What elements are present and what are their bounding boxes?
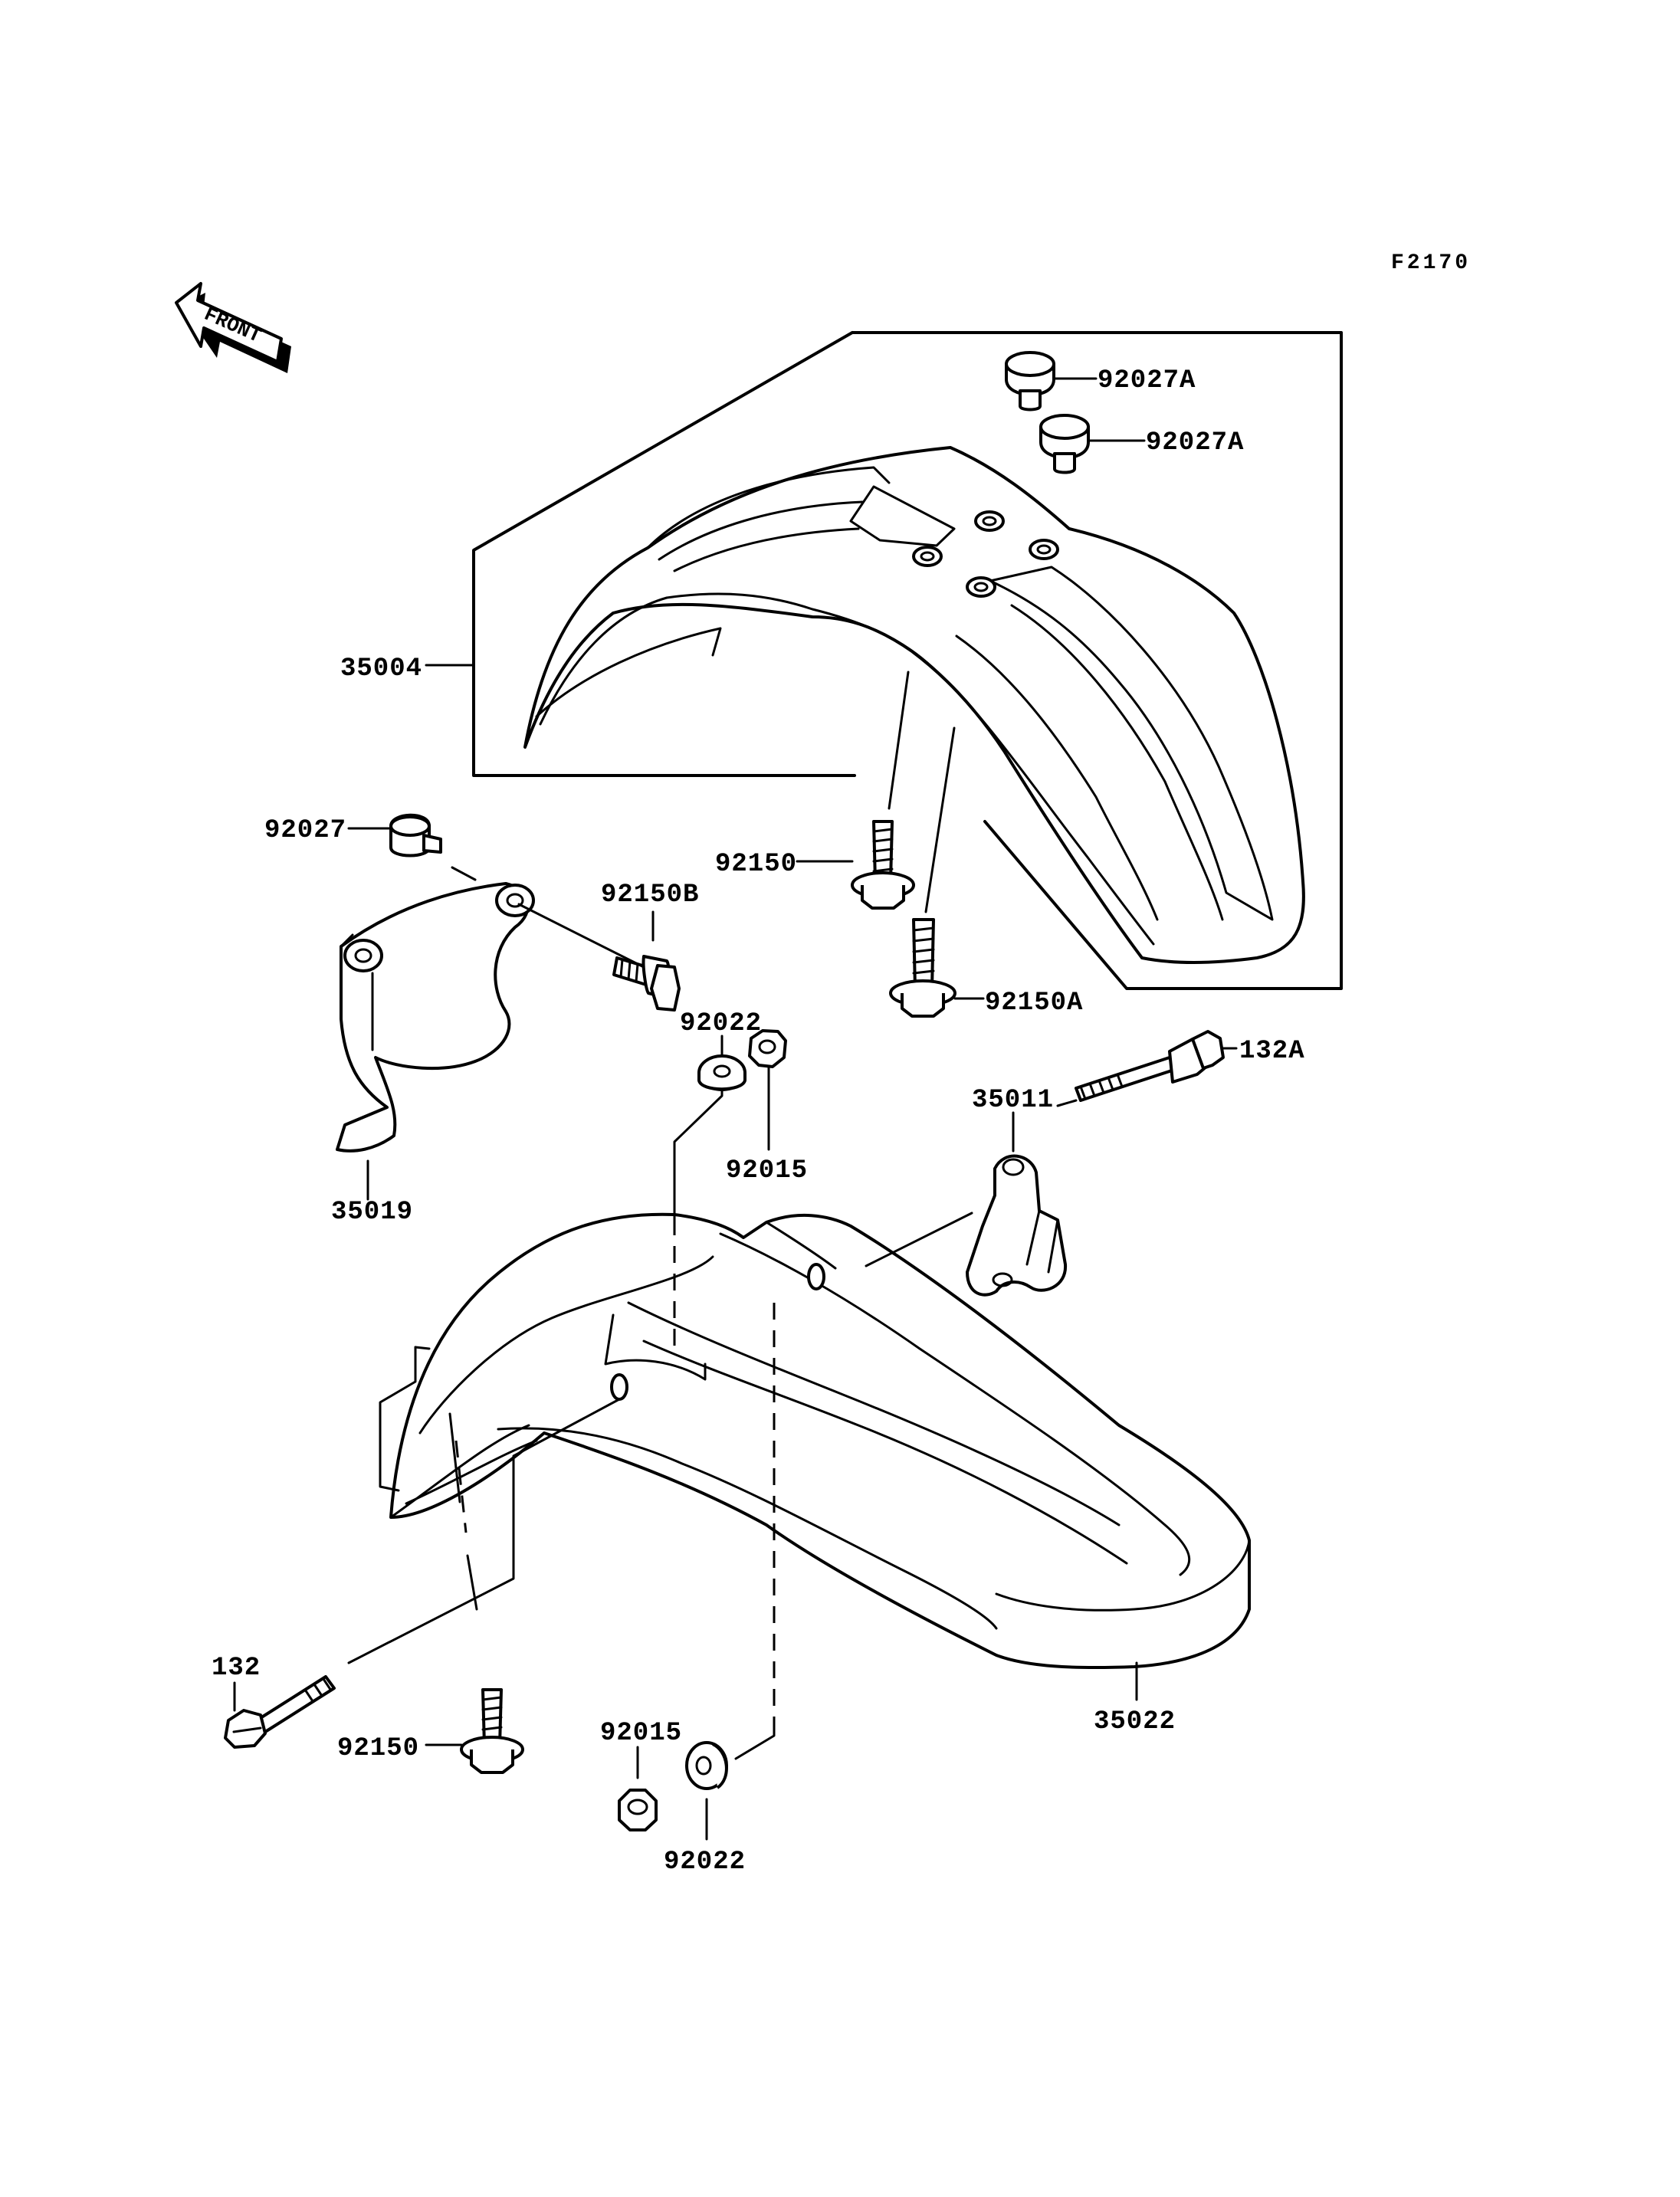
label-92150B: 92150B (601, 880, 699, 910)
bolt-92150A (889, 918, 956, 1018)
label-92027: 92027 (264, 816, 346, 845)
label-92150A: 92150A (985, 989, 1083, 1018)
grommet-92027 (389, 813, 442, 857)
front-arrow-icon: FRONT (175, 282, 291, 373)
label-35022: 35022 (1094, 1707, 1176, 1736)
nut-92015-upper (748, 1029, 787, 1068)
label-92022-lower: 92022 (664, 1848, 746, 1877)
label-35019: 35019 (331, 1198, 413, 1227)
washer-92022-lower (685, 1741, 728, 1790)
bolt-132 (224, 1675, 336, 1749)
label-92015-lower: 92015 (600, 1719, 682, 1748)
bolt-92150-lower (460, 1688, 524, 1774)
bolt-92150-upper (851, 820, 915, 910)
bolt-92150B (612, 955, 681, 1012)
nut-92015-lower (618, 1789, 658, 1831)
figure-code: F2170 (1391, 251, 1471, 275)
grommet-92027A-bottom (1039, 414, 1090, 474)
label-132: 132 (212, 1654, 261, 1683)
grommet-92027A-top (1005, 351, 1055, 412)
group-frame (472, 331, 1343, 990)
upper-fender-group (425, 331, 1343, 1018)
label-92022-upper: 92022 (680, 1009, 762, 1038)
washer-92022-upper (697, 1054, 746, 1091)
label-92015-upper: 92015 (726, 1156, 808, 1185)
label-92027A-bottom: 92027A (1146, 428, 1244, 457)
label-92027A-top: 92027A (1098, 366, 1196, 395)
front-fender-lower (389, 1212, 1251, 1670)
side-cover-35019 (336, 866, 535, 1201)
stay-35011 (966, 1154, 1068, 1297)
label-132A: 132A (1239, 1037, 1305, 1066)
label-92150-upper: 92150 (715, 850, 797, 879)
front-fender-upper (523, 446, 1305, 964)
lower-fender-group (224, 1029, 1251, 1841)
label-92150-lower: 92150 (337, 1734, 419, 1763)
fender-mount-holes (912, 510, 1059, 598)
label-35004: 35004 (340, 654, 422, 684)
bolt-132A (1075, 1030, 1225, 1102)
label-35011: 35011 (972, 1086, 1054, 1115)
